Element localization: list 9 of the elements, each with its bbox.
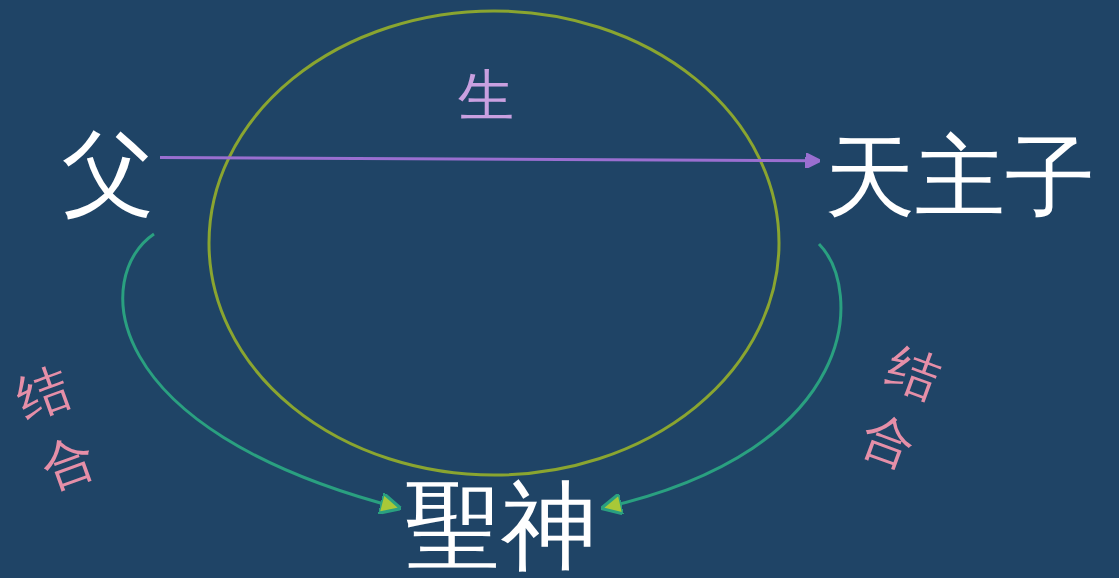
node-text: 天主子 [825, 132, 1095, 222]
edge-label: 结合 [853, 334, 950, 481]
arrow [121, 232, 403, 515]
arrow [599, 243, 842, 515]
edge-label: 结合 [7, 355, 105, 502]
arrow [160, 152, 822, 170]
edge-label: 生 [458, 68, 514, 124]
node-text: 父 [62, 128, 154, 220]
node-text: 聖神 [405, 478, 597, 574]
